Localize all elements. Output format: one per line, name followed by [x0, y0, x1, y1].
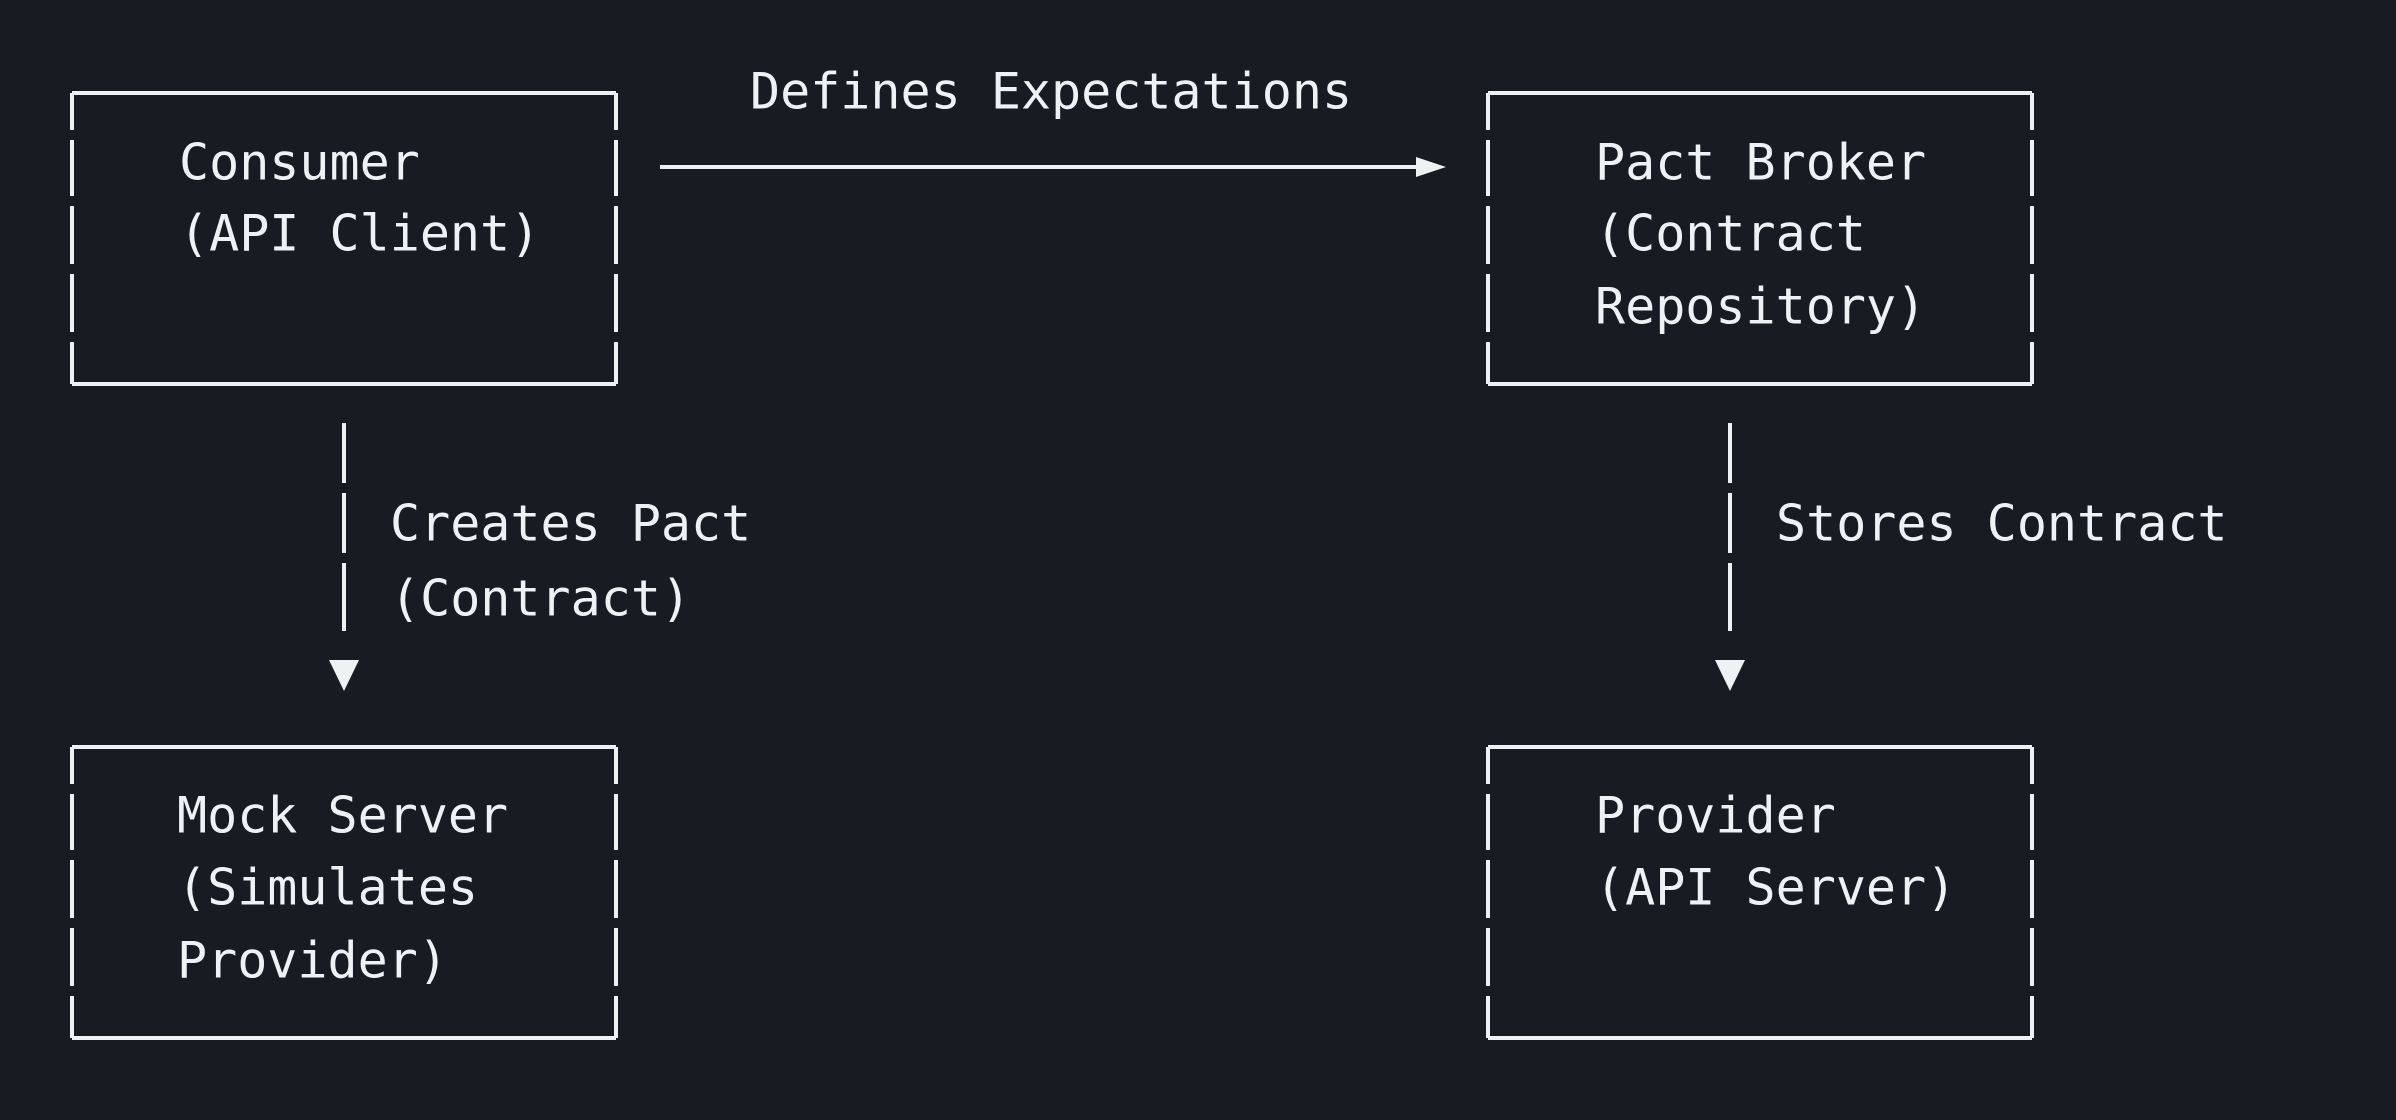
arrowhead-right-icon — [1416, 157, 1446, 177]
arrowhead-down-icon — [329, 660, 359, 691]
defines-label: Defines Expectations — [750, 62, 1353, 121]
mock-box — [70, 745, 618, 1040]
consumer-subtitle: (API Client) — [179, 204, 541, 263]
broker-box — [1486, 91, 2034, 386]
mock-subtitle-2: Provider) — [177, 931, 448, 990]
provider-title: Provider — [1595, 786, 1836, 845]
creates-label-1: Creates Pact — [390, 494, 752, 553]
provider-subtitle: (API Server) — [1595, 858, 1957, 917]
broker-subtitle-2: Repository) — [1595, 277, 1927, 336]
consumer-title: Consumer — [179, 133, 420, 192]
stores-label: Stores Contract — [1776, 494, 2228, 553]
creates-label-2: (Contract) — [390, 569, 692, 628]
mock-subtitle-1: (Simulates — [177, 858, 479, 917]
broker-title: Pact Broker — [1595, 133, 1927, 192]
arrowhead-down-icon — [1715, 660, 1745, 691]
consumer-box — [70, 91, 618, 386]
mock-title: Mock Server — [177, 786, 509, 845]
provider-box — [1486, 745, 2034, 1040]
broker-subtitle-1: (Contract — [1595, 204, 1866, 263]
